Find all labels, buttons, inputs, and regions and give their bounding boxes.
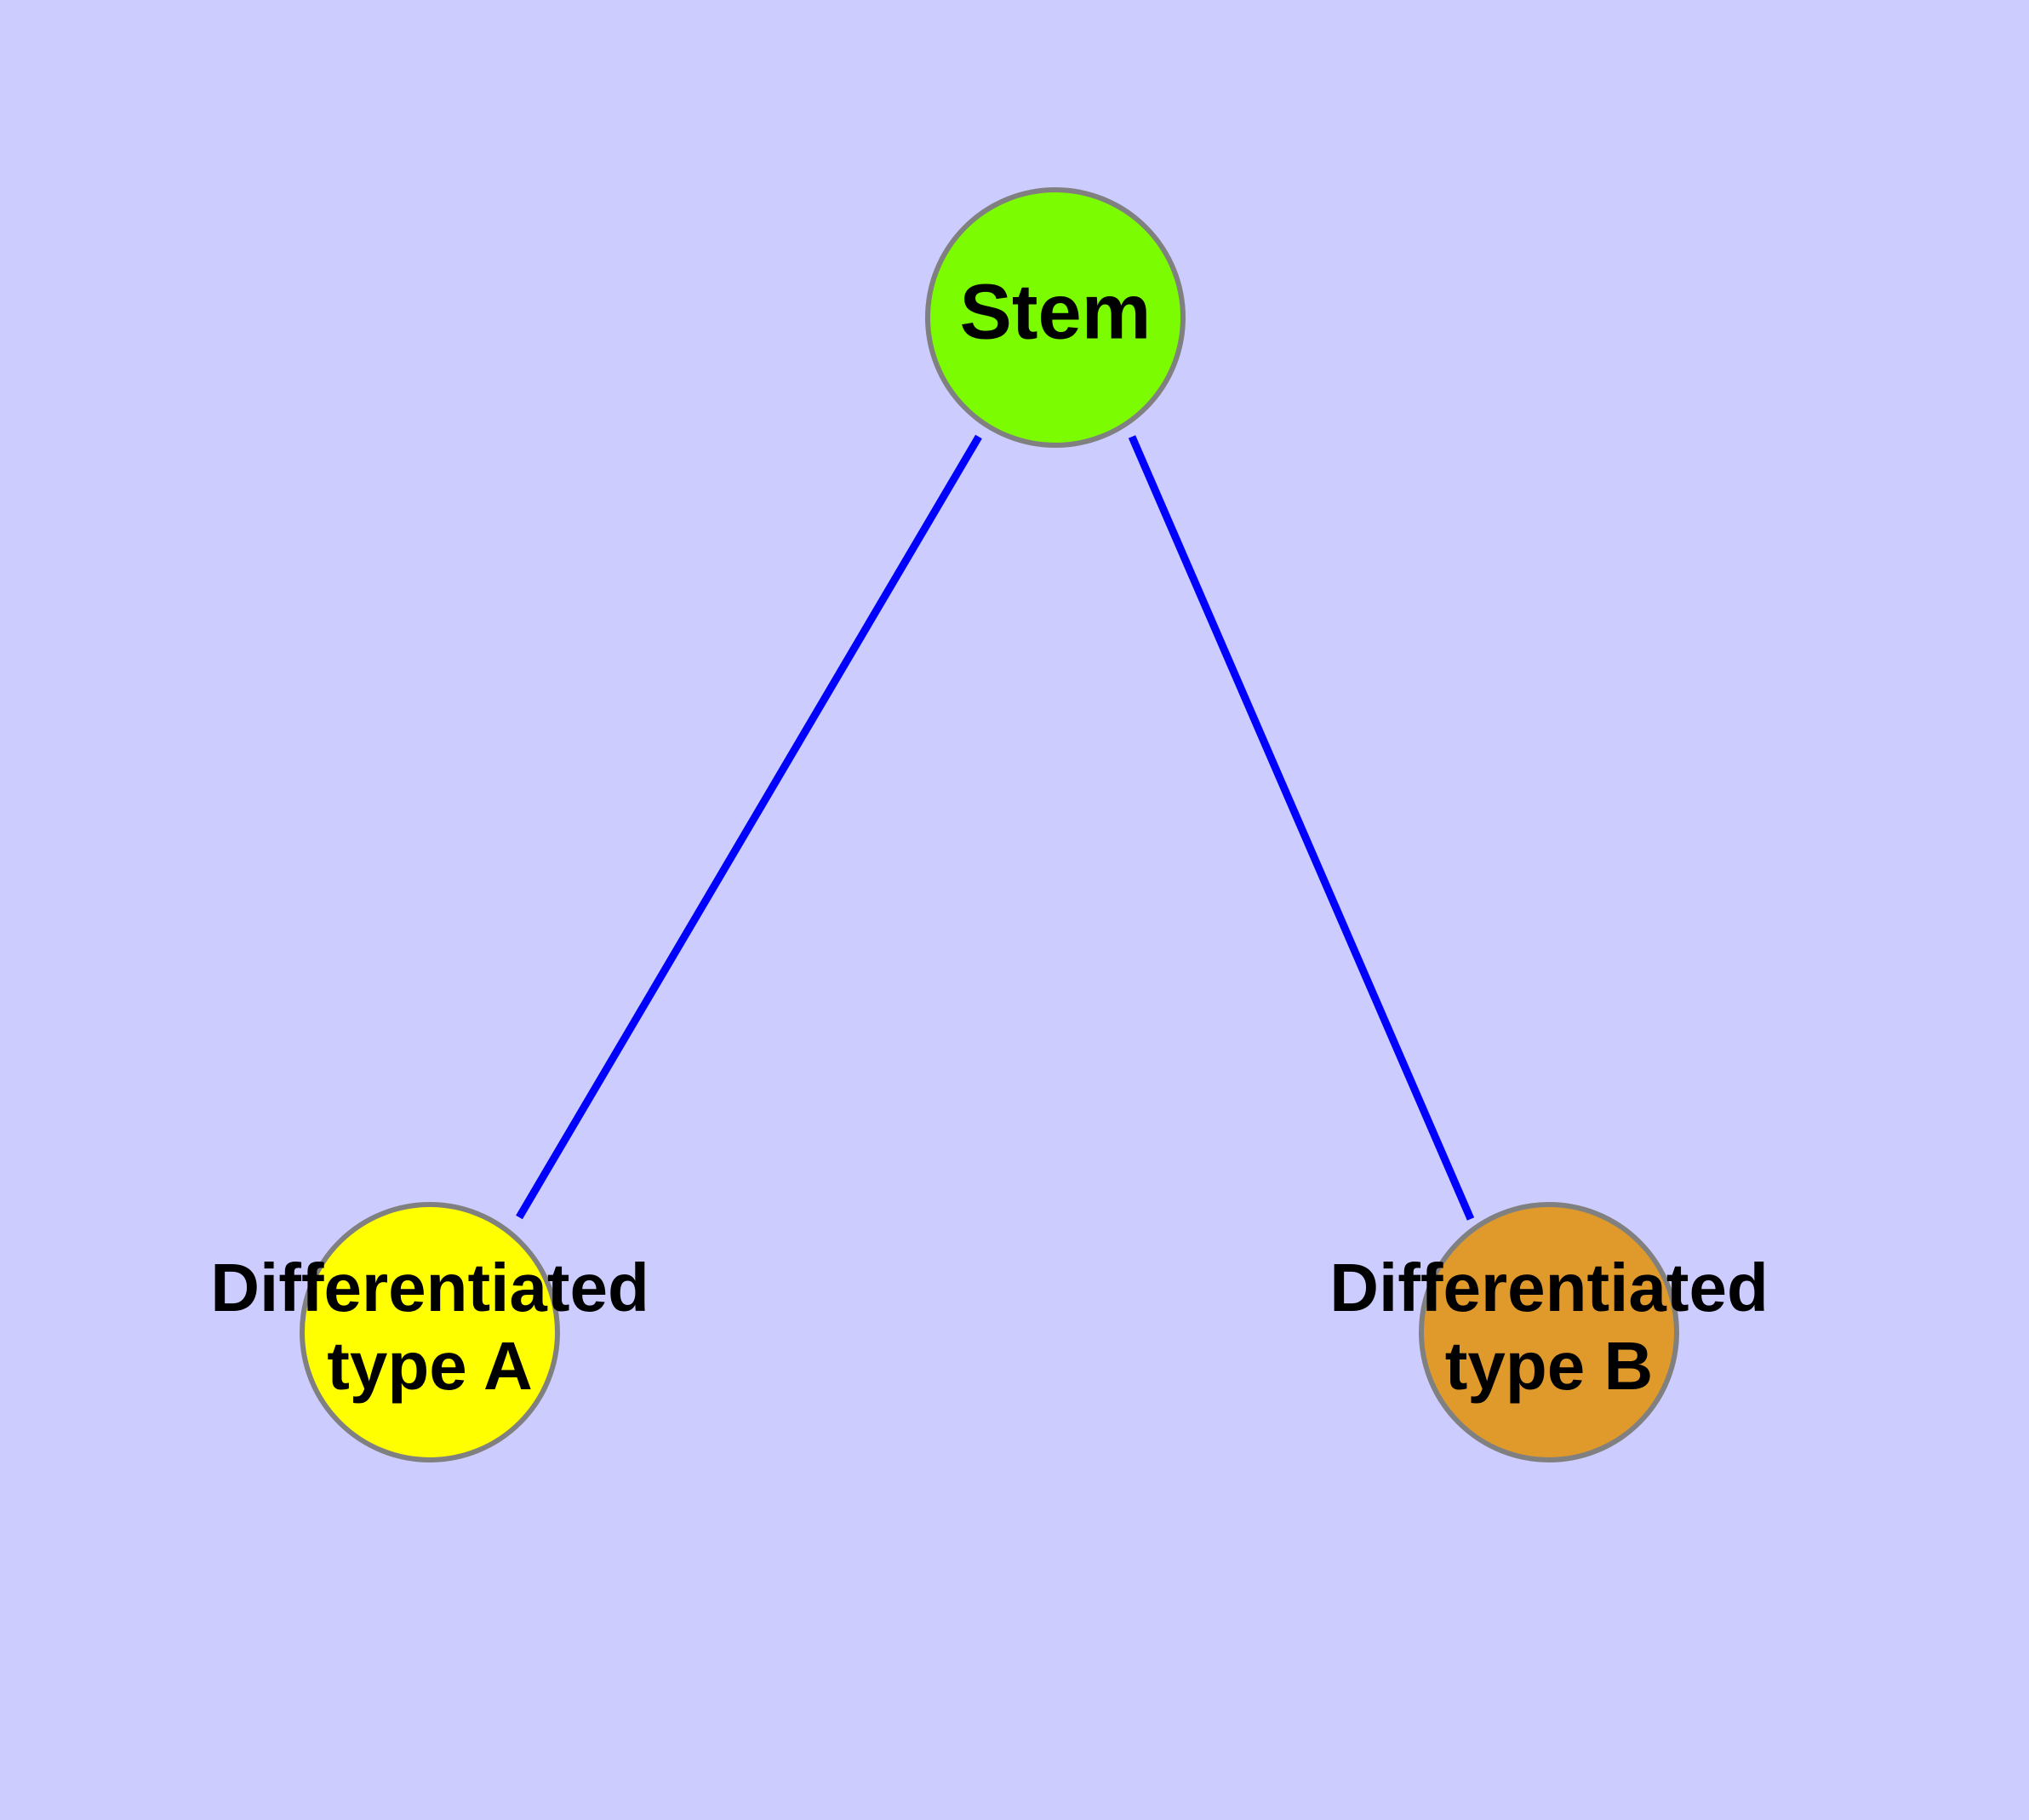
edge-stem-to-differentiated-type-a[interactable] — [516, 434, 982, 1220]
node-label-differentiated-type-a-line1: Differentiated — [210, 1250, 649, 1325]
node-label-stem: Stem — [960, 268, 1152, 355]
node-label-differentiated-type-a-line2: type A — [327, 1328, 533, 1404]
node-differentiated-type-a[interactable] — [300, 1202, 560, 1462]
edge-stem-to-differentiated-type-b[interactable] — [1128, 435, 1475, 1221]
node-label-differentiated-type-b-line1: Differentiated — [1329, 1250, 1769, 1325]
label-group: Stem Differentiated type A Differentiate… — [210, 268, 1769, 1404]
node-differentiated-type-b[interactable] — [1419, 1202, 1679, 1462]
edge-group — [516, 434, 1475, 1221]
node-label-differentiated-type-b-line2: type B — [1445, 1328, 1654, 1404]
node-stem[interactable] — [925, 187, 1186, 448]
node-group — [300, 187, 1679, 1462]
